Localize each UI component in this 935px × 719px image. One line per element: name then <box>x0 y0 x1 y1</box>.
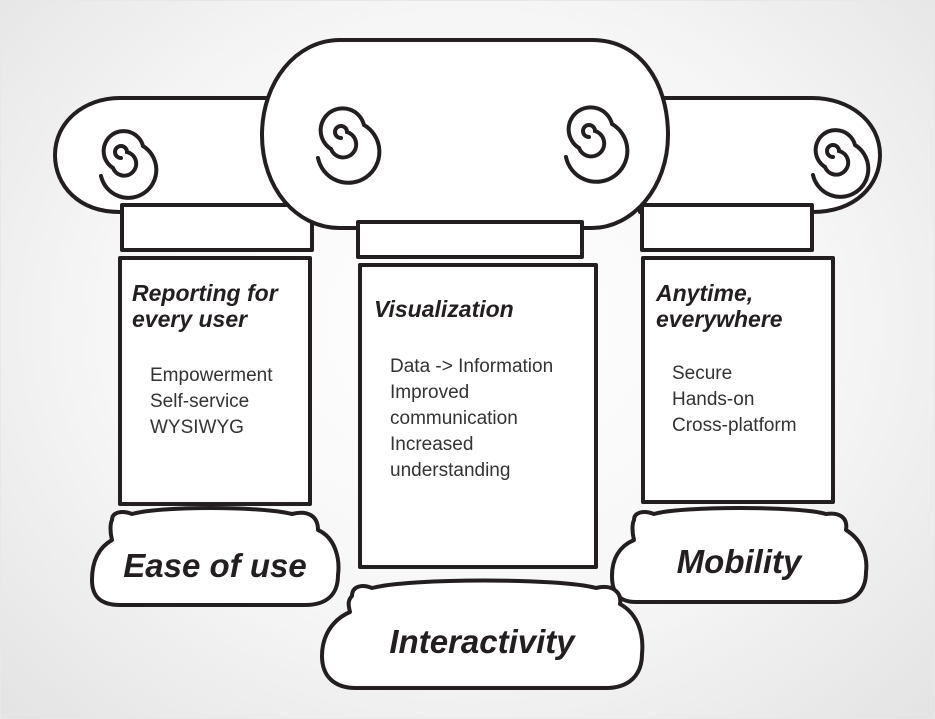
left-pillar <box>53 96 341 607</box>
left-item-3: WYSIWYG <box>150 417 244 438</box>
right-base-label: Mobility <box>676 543 802 580</box>
right-item-2: Hands-on <box>672 389 755 410</box>
center-abacus <box>356 220 584 259</box>
right-item-1: Secure <box>672 363 733 384</box>
center-shaft <box>358 263 598 569</box>
left-base-label: Ease of use <box>123 547 307 584</box>
right-capital <box>638 96 882 214</box>
center-item-4: Increased <box>390 434 474 455</box>
right-shaft <box>641 256 835 504</box>
left-capital <box>53 96 302 214</box>
right-pillar <box>610 96 882 604</box>
center-pillar <box>260 38 670 690</box>
left-shaft <box>118 256 312 506</box>
left-heading-line1: Reporting for <box>132 280 278 306</box>
center-left-scroll-spiral-icon <box>316 106 382 185</box>
right-heading-line2: everywhere <box>656 306 783 332</box>
center-right-scroll-spiral-icon <box>564 105 630 184</box>
left-scroll-spiral-icon <box>99 129 159 200</box>
center-base-label: Interactivity <box>389 623 575 660</box>
right-scroll-spiral-icon <box>811 128 871 199</box>
center-item-1: Data -> Information <box>390 356 554 377</box>
center-base <box>320 578 645 690</box>
right-abacus <box>640 203 814 252</box>
center-item-2: Improved <box>390 382 470 403</box>
center-heading: Visualization <box>374 296 514 322</box>
center-item-3: communication <box>390 408 518 429</box>
left-item-2: Self-service <box>150 391 250 412</box>
right-base <box>610 506 869 604</box>
center-item-5: understanding <box>390 460 511 481</box>
left-abacus <box>120 203 314 252</box>
left-item-1: Empowerment <box>150 365 273 386</box>
right-item-3: Cross-platform <box>672 415 797 436</box>
right-heading-line1: Anytime, <box>656 280 754 306</box>
left-base <box>90 506 341 607</box>
left-heading-line2: every user <box>132 306 248 332</box>
